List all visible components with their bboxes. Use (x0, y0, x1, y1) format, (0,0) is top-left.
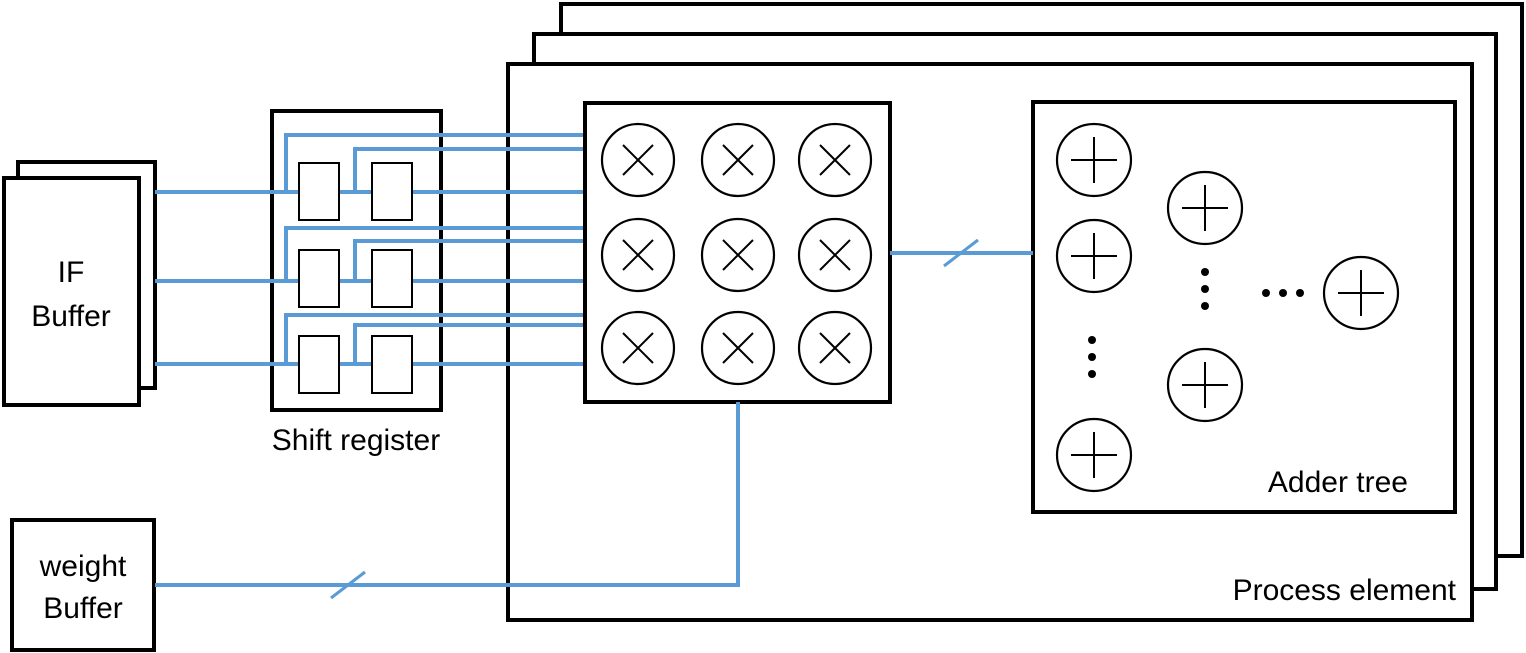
cross-icon (722, 239, 754, 271)
plus-icon (1182, 362, 1228, 408)
shift-register-label: Shift register (272, 424, 440, 457)
register-cell (298, 335, 340, 394)
shift-tap-wire (353, 323, 585, 364)
if-buffer (2, 176, 141, 407)
cross-icon (722, 144, 754, 176)
plus-icon (1071, 233, 1117, 279)
plus-icon (1338, 270, 1384, 316)
plus-icon (1071, 137, 1117, 183)
register-cell (371, 162, 413, 221)
cross-icon (819, 239, 851, 271)
register-cell (371, 249, 413, 308)
register-cell (298, 162, 340, 221)
weight-buffer-label-2: Buffer (43, 592, 123, 625)
multiplier-icon (600, 217, 676, 293)
if-wires (155, 133, 585, 366)
weight-buffer-label-1: weight (39, 550, 127, 583)
plus-icon (1071, 432, 1117, 478)
adder-icon (1322, 255, 1400, 331)
bus-slash-icon (330, 570, 366, 600)
multiplier-icon (797, 310, 873, 386)
multiplier-icon (600, 310, 676, 386)
shift-register-cells (298, 162, 413, 394)
if-buffer-label-2: Buffer (31, 300, 111, 333)
cross-icon (622, 239, 654, 271)
if-buffer-label-1: IF (58, 256, 85, 289)
adder-icon (1166, 170, 1244, 246)
cross-icon (819, 144, 851, 176)
register-cell (371, 335, 413, 394)
cross-icon (622, 332, 654, 364)
multiplier-icon (797, 122, 873, 198)
multiplier-icon (700, 217, 776, 293)
adder-icon (1055, 218, 1133, 294)
multiplier-icon (700, 122, 776, 198)
process-element-label: Process element (1233, 574, 1457, 607)
cross-icon (819, 332, 851, 364)
multiplier-icon (700, 310, 776, 386)
cross-icon (622, 144, 654, 176)
multiplier-icon (797, 217, 873, 293)
adder-icon (1055, 122, 1133, 198)
shift-tap-wire (284, 313, 585, 364)
shift-tap-wire (353, 147, 585, 192)
adder-tree-label: Adder tree (1268, 466, 1408, 499)
plus-icon (1182, 185, 1228, 231)
shift-tap-wire (353, 239, 585, 281)
shift-tap-wire (284, 226, 585, 281)
adder-icon (1166, 347, 1244, 423)
register-cell (298, 249, 340, 308)
shift-tap-wire (284, 133, 585, 192)
multipliers (600, 122, 873, 386)
bus-slash-icon (943, 238, 979, 268)
cross-icon (722, 332, 754, 364)
adder-icon (1055, 417, 1133, 493)
ellipsis-dots (1088, 268, 1304, 378)
adders (1055, 122, 1400, 493)
weight-buffer (10, 518, 156, 652)
multiplier-icon (600, 122, 676, 198)
